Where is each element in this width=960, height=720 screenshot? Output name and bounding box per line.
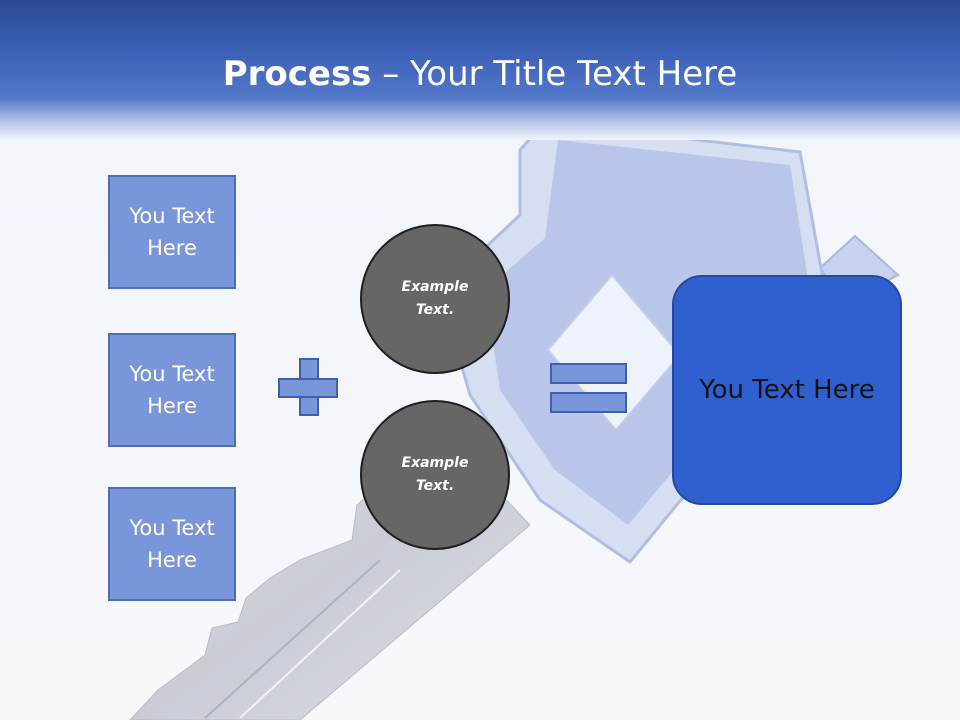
example-circle-1: Example Text. (360, 224, 510, 374)
title-bar (0, 0, 960, 140)
input-box-3: You Text Here (108, 487, 236, 601)
example-circle-2: Example Text. (360, 400, 510, 550)
input-box-1: You Text Here (108, 175, 236, 289)
result-label: You Text Here (699, 375, 875, 405)
circle-label: Example Text. (401, 279, 469, 318)
input-box-label: You Text Here (129, 204, 215, 260)
circle-label: Example Text. (401, 455, 469, 494)
title-rest: – Your Title Text Here (371, 54, 738, 94)
input-box-2: You Text Here (108, 333, 236, 447)
title-bold: Process (222, 54, 372, 94)
input-box-label: You Text Here (129, 362, 215, 418)
input-box-label: You Text Here (129, 516, 215, 572)
result-box: You Text Here (672, 275, 902, 505)
slide-title: Process – Your Title Text Here (0, 52, 960, 96)
